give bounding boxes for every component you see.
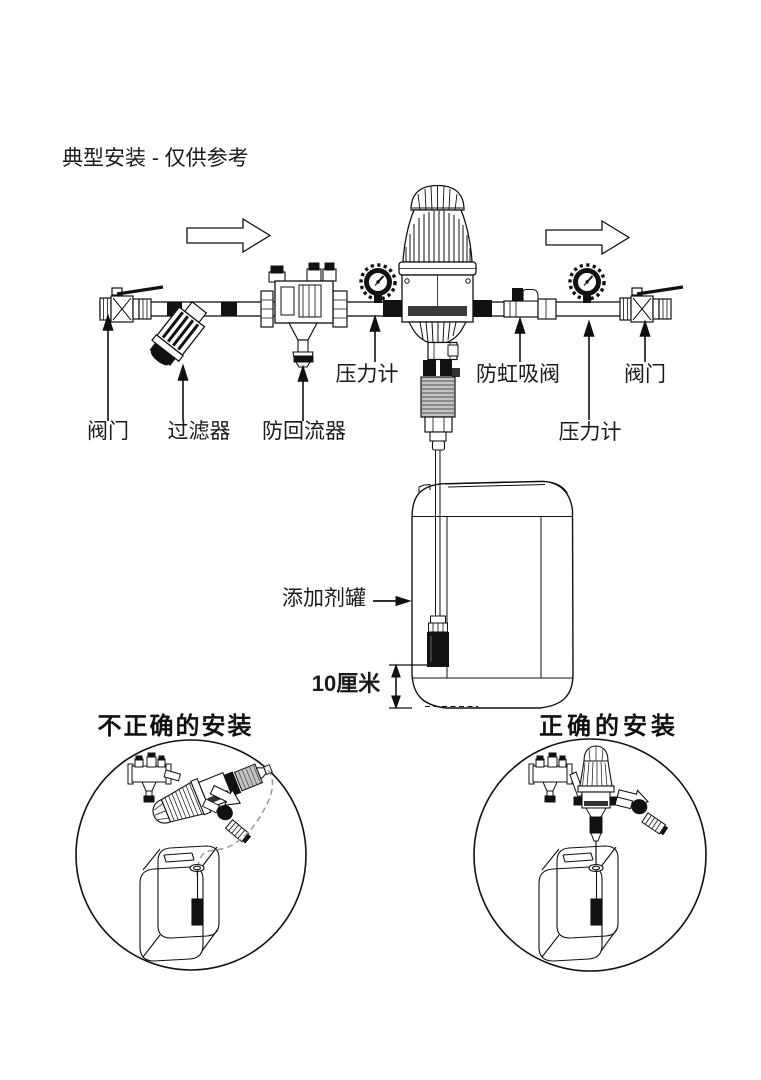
inset-incorrect-title: 不正确的安装 (97, 713, 254, 740)
strainer-drawing (427, 615, 449, 667)
flow-arrow-right-icon (545, 220, 630, 255)
label-pressure-gauge-left: 压力计 (335, 363, 399, 386)
label-backflow-preventer: 防回流器 (262, 420, 346, 443)
filter-drawing (149, 301, 208, 366)
label-filter: 过滤器 (167, 420, 231, 443)
label-valve-left: 阀门 (87, 420, 129, 443)
inset-correct-drawing (473, 738, 707, 972)
inset-correct-pump (573, 745, 618, 868)
label-additive-tank: 添加剂罐 (282, 587, 366, 610)
additive-tank-drawing (411, 480, 574, 709)
suction-tube (435, 449, 441, 619)
backflow-preventer-drawing (260, 262, 348, 368)
inset-incorrect-drawing (75, 739, 307, 971)
pressure-gauge-left-drawing (359, 263, 397, 303)
tank-pointer-arrow (373, 595, 412, 607)
valve-right-drawing (618, 285, 685, 324)
label-leader-arrows (102, 313, 651, 421)
inset-correct-title: 正确的安装 (539, 713, 679, 740)
label-min-clearance: 10厘米 (311, 671, 381, 696)
label-anti-siphon-valve: 防虹吸阀 (476, 363, 560, 386)
dosing-pump-drawing (383, 184, 492, 361)
pressure-gauge-right-drawing (568, 263, 606, 303)
clearance-dimension (389, 663, 427, 710)
anti-siphon-valve-drawing (503, 288, 557, 320)
label-valve-right: 阀门 (624, 363, 666, 386)
page-title: 典型安装 - 仅供参考 (62, 147, 249, 170)
suction-assembly-drawing (420, 360, 460, 619)
incorrect-tube-path (196, 769, 274, 877)
label-pressure-gauge-right: 压力计 (558, 421, 622, 444)
flow-arrow-left-icon (186, 218, 271, 253)
